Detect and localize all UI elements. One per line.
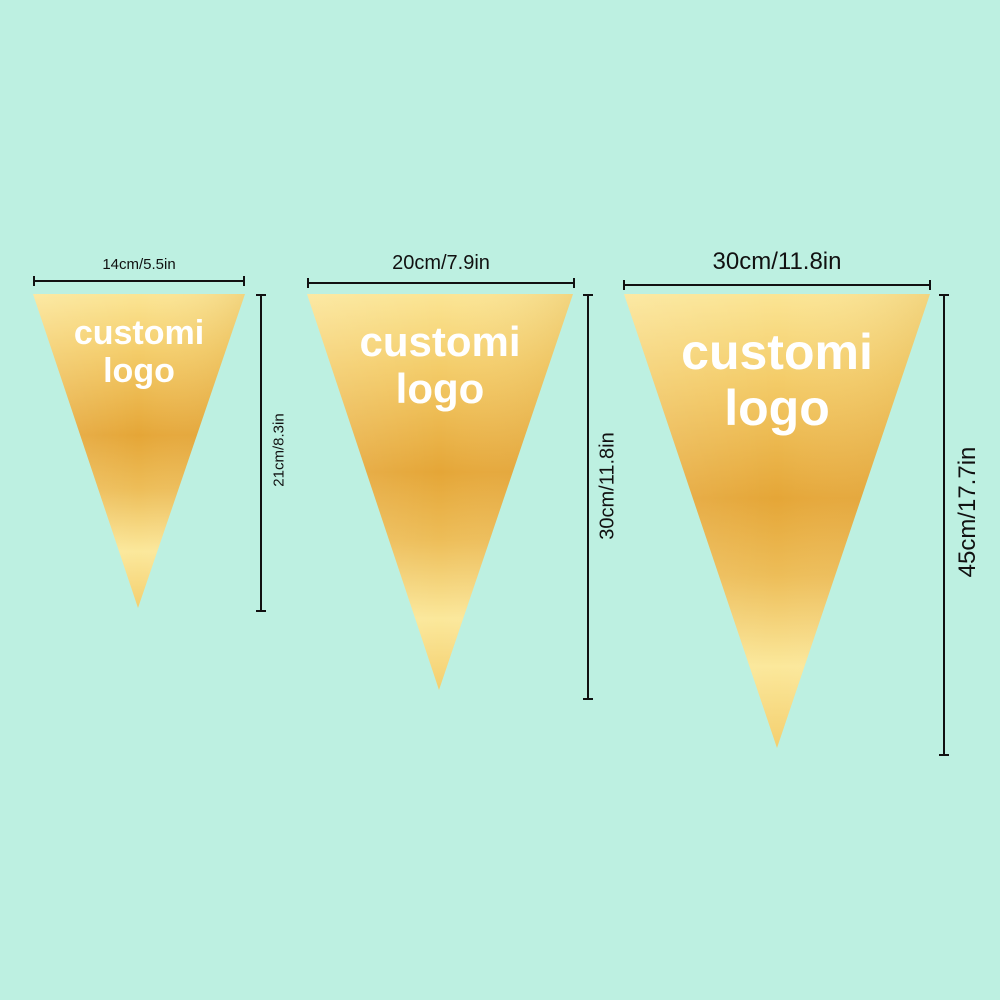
width-rule-large bbox=[623, 278, 931, 292]
height-rule-medium bbox=[581, 294, 595, 700]
pennant-large-shape bbox=[624, 294, 930, 748]
height-label-medium: 30cm/11.8in bbox=[596, 432, 619, 540]
height-label-small: 21cm/8.3in bbox=[270, 413, 288, 487]
height-label-large: 45cm/17.7in bbox=[954, 446, 981, 578]
logo-text-medium: customi logo bbox=[359, 318, 521, 413]
width-label-small: 14cm/5.5in bbox=[102, 256, 176, 273]
width-rule-medium bbox=[307, 276, 575, 290]
width-label-medium: 20cm/7.9in bbox=[392, 252, 490, 274]
pennant-large: customi logo bbox=[624, 294, 930, 750]
logo-text-small: customi logo bbox=[73, 314, 205, 391]
height-rule-large bbox=[937, 294, 951, 756]
logo-text-large: customi logo bbox=[681, 324, 873, 436]
pennant-medium-shape bbox=[307, 294, 573, 690]
pennant-small-shape bbox=[33, 294, 245, 608]
height-rule-small bbox=[254, 294, 268, 612]
width-label-large: 30cm/11.8in bbox=[712, 248, 842, 275]
width-rule-small bbox=[33, 274, 245, 288]
pennant-small: customi logo bbox=[33, 294, 245, 610]
pennant-medium: customi logo bbox=[307, 294, 573, 692]
